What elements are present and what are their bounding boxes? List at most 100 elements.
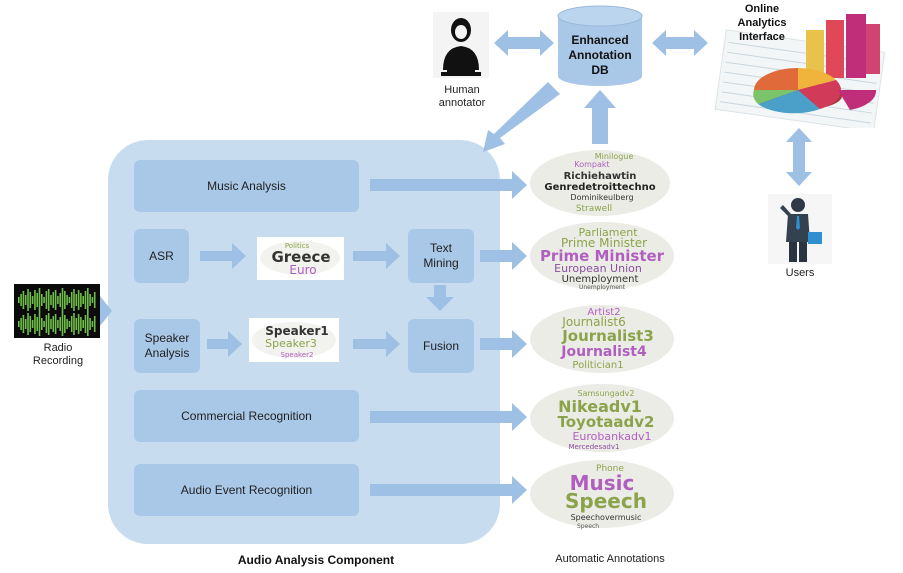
analytics-chart-icon [714, 14, 886, 128]
commercial-cloud-word: Mercedesadv1 [569, 443, 620, 451]
fusion-cloud-word: Journalist3 [561, 327, 654, 345]
commercial-cloud-word: Samsungadv2 [578, 389, 635, 398]
fusion-cloud-word: Artist2 [587, 307, 620, 318]
asr-cloud-word: Euro [289, 263, 316, 277]
arrow-commercial-to-cloud [370, 403, 527, 431]
waveform-bar [61, 312, 64, 336]
waveform-bar [84, 315, 87, 333]
arrow-textmining-to-cloud [480, 242, 527, 270]
waveform-bar [73, 289, 75, 311]
arrow-asr-to-cloud [200, 243, 246, 269]
waveform-bar [45, 315, 48, 333]
waveform-bar [82, 320, 84, 328]
human-annotator-icon [433, 12, 489, 78]
waveform-bar [93, 292, 96, 308]
waveform-bar [91, 297, 94, 303]
waveform-bar [91, 321, 94, 327]
radio-recording-label: Radio Recording [32, 342, 84, 367]
commercial-cloud-word: Eurobankadv1 [572, 430, 651, 443]
waveform-bar [89, 294, 91, 306]
waveform-bar [73, 313, 75, 335]
waveform-bar [59, 293, 61, 307]
text-cloud-word: Unemployment [579, 284, 626, 291]
speaker-word-cloud: Speaker1 Speaker3 Speaker2 [249, 318, 339, 362]
waveform-bar [31, 296, 34, 304]
waveform-bar [50, 295, 52, 305]
waveform-bar [66, 319, 68, 329]
users-icon [768, 194, 832, 264]
speaker-cloud-word: Speaker3 [265, 337, 317, 350]
arrow-annotations-to-db [584, 90, 616, 144]
waveform-bar [22, 291, 25, 309]
waveform-bar [54, 290, 57, 310]
text-annotation-cloud: Parliament Prime Minister Prime Minister… [530, 222, 674, 291]
waveform-bar [45, 291, 48, 309]
waveform-bar [41, 318, 43, 330]
waveform-bar [50, 319, 52, 329]
arrow-analytics-users [786, 128, 812, 186]
waveform-bar [47, 313, 50, 335]
waveform-bar [61, 288, 64, 312]
waveform-bar [68, 321, 71, 327]
fusion-annotation-cloud: Artist2 Journalist6 Journalist3 Journali… [530, 305, 674, 373]
waveform-bar [27, 313, 29, 335]
fusion-cloud-word: Politician1 [572, 360, 623, 371]
waveform-bar [38, 288, 41, 312]
waveform-bar [70, 292, 73, 308]
waveform-bar [41, 294, 43, 306]
database-icon [557, 5, 643, 86]
event-cloud-word: Music [570, 471, 635, 495]
music-cloud-word: Strawell [576, 204, 612, 214]
waveform-bar [31, 320, 34, 328]
waveform-bar [82, 296, 84, 304]
arrow-db-analytics [652, 30, 708, 56]
arrow-textmining-to-fusion [426, 285, 454, 311]
waveform-bar [87, 288, 89, 312]
commercial-recognition-box: Commercial Recognition [134, 390, 359, 442]
event-cloud-word: Speech [577, 523, 599, 530]
waveform-bar [18, 297, 20, 303]
asr-cloud-word: Politics [285, 242, 310, 250]
asr-box: ASR [134, 229, 189, 283]
arrow-fusion-to-cloud [480, 330, 527, 358]
waveform-bar [57, 320, 59, 328]
speaker-analysis-box: Speaker Analysis [134, 319, 200, 373]
waveform-bar [87, 312, 89, 336]
automatic-annotations-label: Automatic Annotations [555, 553, 665, 565]
waveform-bar [29, 292, 32, 308]
waveform-bar [66, 295, 68, 305]
waveform-bar [68, 297, 71, 303]
waveform-bar [36, 317, 38, 331]
human-annotator-label: Human annotator [438, 84, 486, 109]
waveform-bar [84, 291, 87, 309]
arrow-speaker-to-cloud [207, 331, 242, 357]
users-label: Users [785, 267, 815, 279]
fusion-box: Fusion [408, 319, 474, 373]
waveform-bar [52, 316, 55, 332]
waveform-bar [18, 321, 20, 327]
waveform-bar [80, 293, 82, 307]
music-analysis-box: Music Analysis [134, 160, 359, 212]
waveform-bar [75, 294, 78, 306]
waveform-bar [36, 293, 38, 307]
waveform-bar [52, 292, 55, 308]
waveform-bar [20, 294, 22, 306]
waveform-bar [43, 321, 45, 327]
arrow-human-db [494, 30, 554, 56]
waveform-bar [59, 317, 61, 331]
arrow-audioevent-to-cloud [370, 476, 527, 504]
waveform-bar [89, 318, 91, 330]
arrow-music-to-cloud [370, 171, 527, 199]
waveform-bar [22, 315, 25, 333]
waveform-bar [20, 318, 22, 330]
commercial-cloud-word: Nikeadv1 [558, 397, 642, 416]
music-cloud-word: Genredetroittechno [544, 182, 655, 193]
analytics-label: Online Analytics Interface [737, 3, 787, 43]
waveform-bar [80, 317, 82, 331]
event-annotation-cloud: Phone Music Speech Speechovermusic Speec… [530, 460, 674, 530]
waveform-bar [38, 312, 41, 336]
commercial-annotation-cloud: Samsungadv2 Nikeadv1 Toyotaadv2 Eurobank… [530, 384, 674, 452]
event-cloud-word: Speech [565, 489, 647, 513]
waveform-bar [43, 297, 45, 303]
arrow-cloud-to-fusion [353, 331, 400, 357]
